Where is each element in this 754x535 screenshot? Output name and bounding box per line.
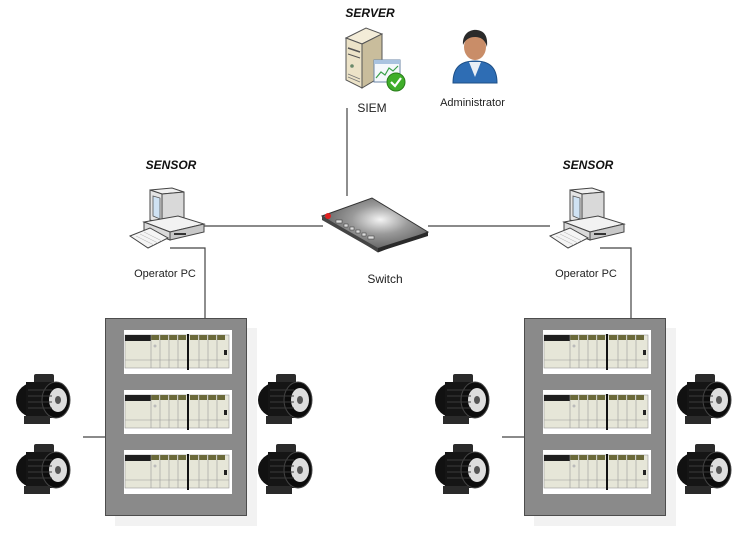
electric-motor-icon[interactable]: [254, 372, 318, 433]
electric-motor-icon[interactable]: [673, 442, 737, 503]
network-switch-icon[interactable]: [320, 192, 430, 259]
plc-controller-icon[interactable]: [124, 390, 232, 434]
server-header: SERVER: [345, 6, 395, 20]
wire-left-pc-cabinet: [170, 247, 206, 318]
electric-motor-icon[interactable]: [431, 372, 495, 433]
electric-motor-icon[interactable]: [254, 442, 318, 503]
wire-right-pc-cabinet: [600, 247, 632, 318]
administrator-label: Administrator: [440, 97, 505, 109]
siem-server-icon[interactable]: [336, 24, 408, 101]
plc-controller-icon[interactable]: [543, 450, 651, 494]
electric-motor-icon[interactable]: [12, 442, 76, 503]
electric-motor-icon[interactable]: [673, 372, 737, 433]
siem-label: SIEM: [357, 101, 387, 115]
left-sensor-header: SENSOR: [145, 158, 197, 172]
right-operator-pc-icon[interactable]: [548, 186, 628, 257]
electric-motor-icon[interactable]: [12, 372, 76, 433]
switch-label: Switch: [367, 272, 403, 286]
plc-controller-icon[interactable]: [124, 450, 232, 494]
electric-motor-icon[interactable]: [431, 442, 495, 503]
left-operator-pc-label: Operator PC: [134, 268, 196, 280]
right-sensor-header: SENSOR: [562, 158, 614, 172]
administrator-user-icon[interactable]: [447, 25, 503, 92]
plc-controller-icon[interactable]: [543, 330, 651, 374]
plc-controller-icon[interactable]: [543, 390, 651, 434]
left-operator-pc-icon[interactable]: [128, 186, 208, 257]
plc-controller-icon[interactable]: [124, 330, 232, 374]
right-operator-pc-label: Operator PC: [555, 268, 617, 280]
